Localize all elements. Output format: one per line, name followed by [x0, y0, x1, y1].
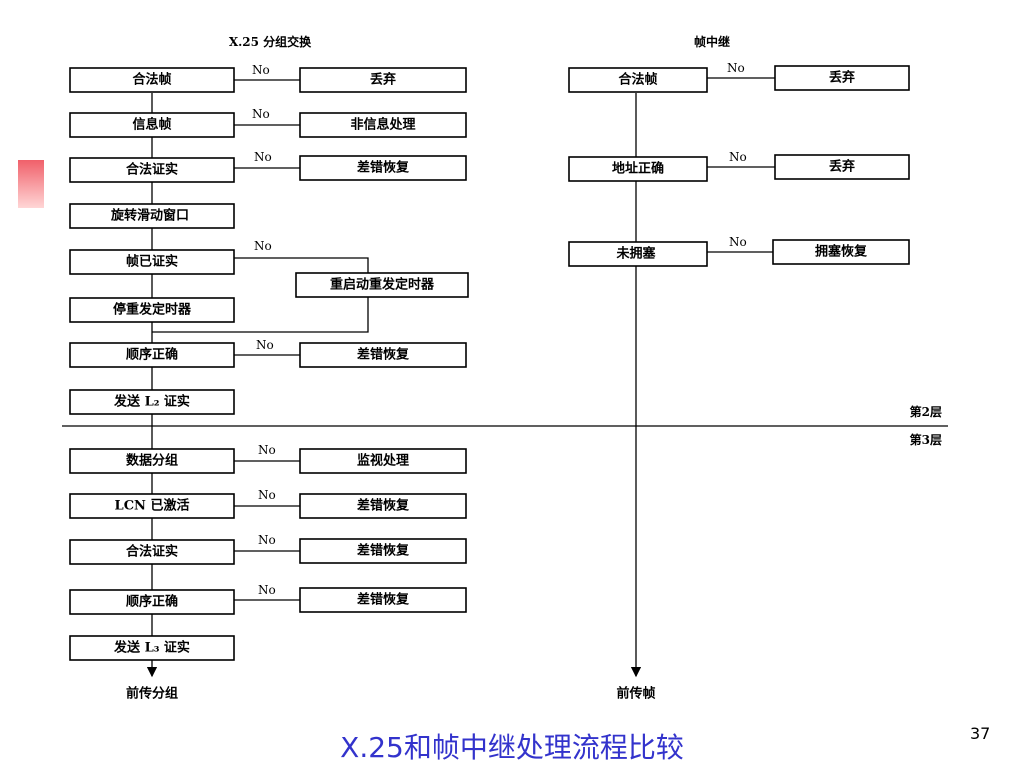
- no-label: No: [729, 150, 747, 164]
- svg-text:停重发定时器: 停重发定时器: [113, 302, 192, 318]
- svg-text:发送 L₂ 证实: 发送 L₂ 证实: [113, 394, 190, 410]
- svg-text:丢弃: 丢弃: [829, 159, 855, 175]
- svg-text:合法证实: 合法证实: [126, 162, 178, 178]
- x25-alt-error-recovery: 差错恢复: [299, 155, 467, 181]
- svg-text:地址正确: 地址正确: [612, 161, 664, 177]
- no-label: No: [258, 583, 276, 597]
- x25-step-legal-frame: 合法帧: [69, 67, 235, 93]
- svg-text:非信息处理: 非信息处理: [350, 117, 415, 133]
- svg-text:合法证实: 合法证实: [126, 544, 178, 560]
- svg-text:差错恢复: 差错恢复: [357, 160, 410, 176]
- svg-text:重启动重发定时器: 重启动重发定时器: [330, 277, 435, 293]
- svg-text:未拥塞: 未拥塞: [615, 246, 656, 262]
- slide-caption: X.25和帧中继处理流程比较: [340, 731, 684, 764]
- x25-step-sequence-ok: 顺序正确: [69, 342, 235, 368]
- fr-alt-discard: 丢弃: [774, 65, 910, 91]
- x25-header: X.25 分组交换: [229, 34, 312, 49]
- fr-alt-congestion-recovery: 拥塞恢复: [772, 239, 910, 265]
- no-label: No: [256, 338, 274, 352]
- x25-alt-error-recovery-4: 差错恢复: [299, 538, 467, 564]
- svg-text:顺序正确: 顺序正确: [126, 594, 178, 610]
- no-label: No: [254, 150, 272, 164]
- svg-text:差错恢复: 差错恢复: [357, 498, 410, 514]
- fr-step-legal-frame: 合法帧: [568, 67, 708, 93]
- svg-text:差错恢复: 差错恢复: [357, 592, 410, 608]
- x25-alt-error-recovery-5: 差错恢复: [299, 587, 467, 613]
- x25-step-stop-timer: 停重发定时器: [69, 297, 235, 323]
- fr-step-not-congested: 未拥塞: [568, 241, 708, 267]
- no-label: No: [258, 488, 276, 502]
- x25-alt-monitor: 监视处理: [299, 448, 467, 474]
- no-label: No: [258, 443, 276, 457]
- x25-output-label: 前传分组: [126, 686, 178, 702]
- x25-step-lcn-active: LCN 已激活: [69, 493, 235, 519]
- x25-step-info-frame: 信息帧: [69, 112, 235, 138]
- fr-output-label: 前传帧: [616, 686, 655, 702]
- x25-step-rotate-window: 旋转滑动窗口: [69, 203, 235, 229]
- svg-text:差错恢复: 差错恢复: [357, 347, 410, 363]
- x25-step-send-l2-ack: 发送 L₂ 证实: [69, 389, 235, 415]
- no-label: No: [258, 533, 276, 547]
- no-label: No: [727, 61, 745, 75]
- svg-text:合法帧: 合法帧: [618, 72, 657, 88]
- x25-step-send-l3-ack: 发送 L₃ 证实: [69, 635, 235, 661]
- svg-text:发送 L₃ 证实: 发送 L₃ 证实: [113, 640, 190, 656]
- svg-text:差错恢复: 差错恢复: [357, 543, 410, 559]
- x25-step-sequence-ok-2: 顺序正确: [69, 589, 235, 615]
- svg-text:顺序正确: 顺序正确: [126, 347, 178, 363]
- svg-text:丢弃: 丢弃: [829, 70, 855, 86]
- x25-step-data-packet: 数据分组: [69, 448, 235, 474]
- svg-text:合法帧: 合法帧: [132, 72, 171, 88]
- slide-accent-bar: [18, 160, 44, 208]
- svg-text:丢弃: 丢弃: [370, 72, 396, 88]
- x25-step-legal-ack: 合法证实: [69, 157, 235, 183]
- x25-alt-non-info: 非信息处理: [299, 112, 467, 138]
- x25-alt-discard: 丢弃: [299, 67, 467, 93]
- x25-step-legal-ack-2: 合法证实: [69, 539, 235, 565]
- svg-text:监视处理: 监视处理: [357, 453, 409, 469]
- fr-alt-discard-2: 丢弃: [774, 154, 910, 180]
- svg-text:信息帧: 信息帧: [132, 117, 171, 133]
- svg-text:帧已证实: 帧已证实: [126, 254, 178, 270]
- no-label: No: [254, 239, 272, 253]
- svg-text:LCN 已激活: LCN 已激活: [115, 498, 190, 514]
- x25-alt-error-recovery-3: 差错恢复: [299, 493, 467, 519]
- x25-alt-restart-timer: 重启动重发定时器: [295, 272, 469, 298]
- no-label: No: [729, 235, 747, 249]
- no-label: No: [252, 63, 270, 77]
- layer3-label: 第3层: [910, 432, 942, 447]
- no-label: No: [252, 107, 270, 121]
- svg-text:拥塞恢复: 拥塞恢复: [815, 244, 868, 260]
- svg-text:数据分组: 数据分组: [126, 453, 178, 469]
- flowchart-diagram: X.25 分组交换 帧中继 第2层 第3层 合法帧 No 丢弃 信息帧 No 非…: [62, 34, 948, 702]
- x25-alt-error-recovery-2: 差错恢复: [299, 342, 467, 368]
- layer2-label: 第2层: [910, 404, 942, 419]
- frame-relay-header: 帧中继: [694, 34, 730, 49]
- fr-step-address-ok: 地址正确: [568, 156, 708, 182]
- x25-step-frame-acked: 帧已证实: [69, 249, 235, 275]
- page-number: 37: [970, 724, 991, 743]
- svg-text:旋转滑动窗口: 旋转滑动窗口: [110, 208, 189, 224]
